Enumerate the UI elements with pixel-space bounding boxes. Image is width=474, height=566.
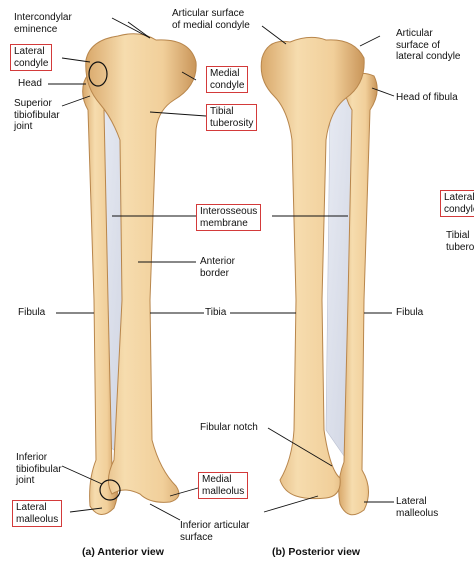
label-articular-surface-lateral-condyle: Articular surface of lateral condyle bbox=[396, 28, 461, 62]
label-head: Head bbox=[18, 78, 42, 89]
label-cut-tibial-tuberosity: Tibial tuberosity bbox=[446, 230, 474, 253]
inferior-joint-circle bbox=[99, 479, 121, 501]
label-anterior-border: Anterior border bbox=[200, 256, 236, 279]
label-fibula-right: Fibula bbox=[396, 307, 424, 318]
label-lateral-malleolus-posterior: Lateral malleolus bbox=[396, 496, 439, 519]
fibula-posterior bbox=[338, 72, 378, 516]
label-tibia: Tibia bbox=[205, 307, 227, 318]
label-inferior-articular-surface: Inferior articular surface bbox=[180, 520, 250, 543]
label-lateral-condyle-anterior: Lateral condyle bbox=[10, 44, 53, 71]
label-articular-surface-medial-condyle: Articular surface of medial condyle bbox=[172, 8, 250, 31]
label-fibula-left: Fibula bbox=[18, 307, 46, 318]
label-interosseous-membrane: Interosseous membrane bbox=[196, 204, 262, 231]
label-cut-lateral-condyle: Lateral condyle bbox=[440, 190, 474, 217]
leader-lines bbox=[48, 17, 395, 521]
tibia-anterior bbox=[85, 33, 197, 503]
label-intercondylar-eminence: Intercondylar eminence bbox=[14, 12, 72, 35]
label-fibular-notch: Fibular notch bbox=[200, 422, 258, 433]
label-lateral-malleolus-anterior: Lateral malleolus bbox=[12, 500, 63, 527]
label-superior-tibiofibular-joint: Superior tibiofibular joint bbox=[14, 98, 60, 132]
tibia-posterior bbox=[260, 36, 365, 500]
superior-joint-circle bbox=[88, 61, 108, 87]
label-head-of-fibula: Head of fibula bbox=[396, 92, 458, 103]
label-inferior-tibiofibular-joint: Inferior tibiofibular joint bbox=[16, 452, 62, 486]
label-medial-malleolus: Medial malleolus bbox=[198, 472, 249, 499]
caption-anterior-view: (a) Anterior view bbox=[82, 546, 164, 558]
label-medial-condyle: Medial condyle bbox=[206, 66, 249, 93]
caption-posterior-view: (b) Posterior view bbox=[272, 546, 361, 558]
label-tibial-tuberosity: Tibial tuberosity bbox=[206, 104, 258, 131]
